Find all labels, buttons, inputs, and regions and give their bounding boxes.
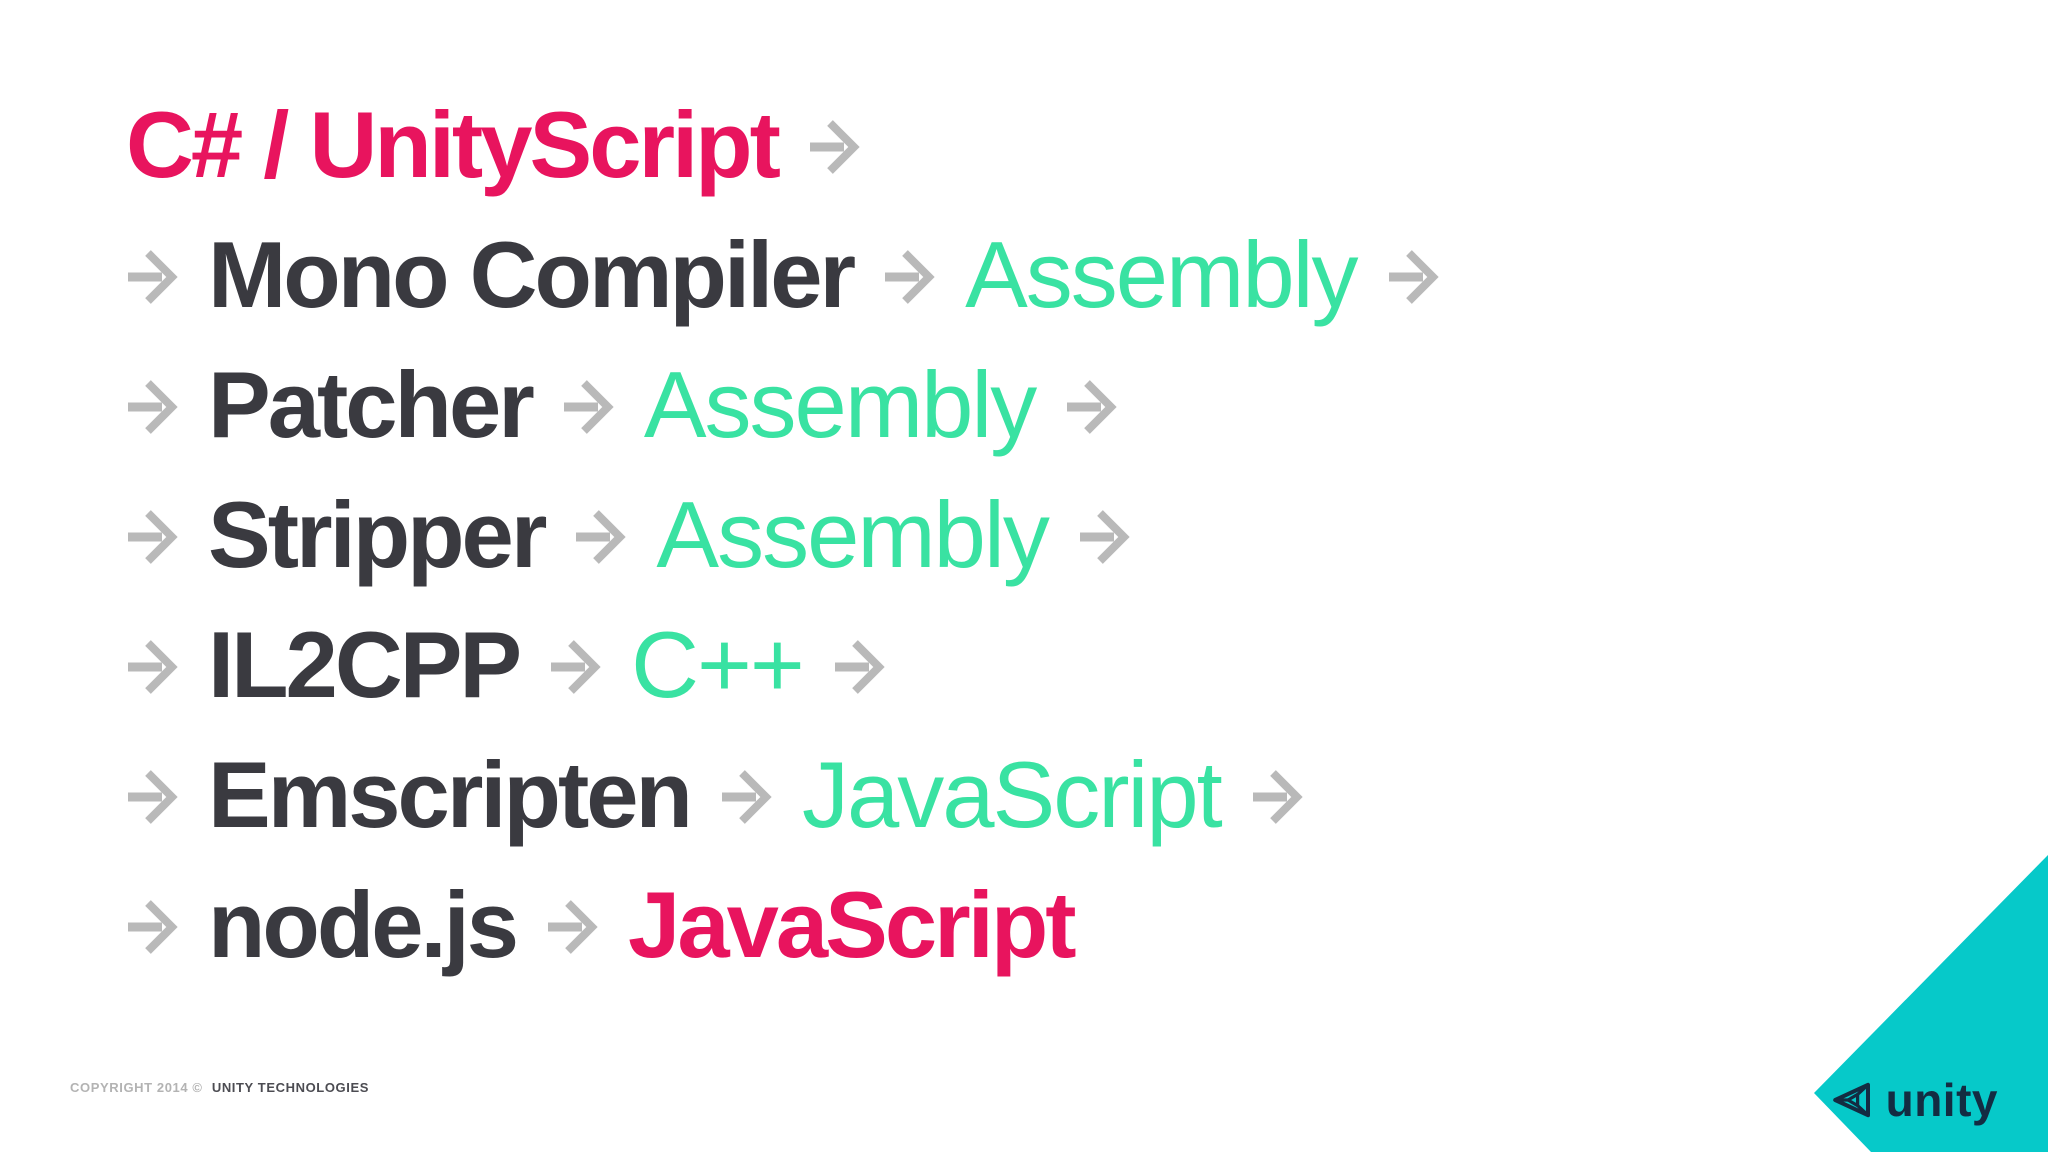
arrow-right-icon [1387, 245, 1439, 309]
arrow-right-icon [833, 635, 885, 699]
output-label: C++ [631, 612, 805, 717]
arrow-right-icon [562, 375, 614, 439]
pipeline-row: Mono Compiler Assembly [126, 210, 1439, 340]
stage-label: IL2CPP [208, 612, 522, 717]
arrow-right-icon [126, 505, 178, 569]
stage-label: Stripper [208, 482, 547, 587]
pipeline-row: Patcher Assembly [126, 340, 1439, 470]
arrow-right-icon [126, 765, 178, 829]
stage-label: Mono Compiler [208, 222, 856, 327]
pipeline-diagram: C# / UnityScript Mono Compiler Assembly [126, 80, 1439, 990]
output-label: JavaScript [628, 872, 1077, 977]
stage-label: Patcher [208, 352, 535, 457]
copyright-company: UNITY TECHNOLOGIES [211, 1080, 370, 1095]
arrow-right-icon [720, 765, 772, 829]
stage-label: node.js [208, 872, 519, 977]
pipeline-row: Emscripten JavaScript [126, 730, 1439, 860]
arrow-right-icon [1065, 375, 1117, 439]
pipeline-row: Stripper Assembly [126, 470, 1439, 600]
arrow-right-icon [126, 895, 178, 959]
unity-cube-icon [1828, 1076, 1876, 1124]
pipeline-row: node.js JavaScript [126, 860, 1439, 990]
pipeline-row: C# / UnityScript [126, 80, 1439, 210]
arrow-right-icon [574, 505, 627, 569]
arrow-right-icon [808, 115, 860, 179]
copyright: COPYRIGHT 2014 © UNITY TECHNOLOGIES [70, 1080, 369, 1095]
arrow-right-icon [1078, 505, 1130, 569]
arrow-right-icon [126, 635, 178, 699]
output-label: Assembly [965, 222, 1358, 327]
output-label: Assembly [643, 352, 1037, 457]
unity-logo-text: unity [1885, 1074, 1998, 1126]
pipeline-row: IL2CPP C++ [126, 600, 1439, 730]
arrow-right-icon [1251, 765, 1303, 829]
output-label: JavaScript [801, 742, 1223, 847]
source-label: C# / UnityScript [126, 92, 781, 197]
corner-accent-shape [1814, 855, 2048, 1152]
arrow-right-icon [126, 245, 178, 309]
copyright-prefix: COPYRIGHT 2014 © [70, 1080, 203, 1095]
arrow-right-icon [126, 375, 178, 439]
arrow-right-icon [546, 895, 598, 959]
arrow-right-icon [549, 635, 601, 699]
stage-label: Emscripten [208, 742, 693, 847]
unity-logo: unity [1828, 1076, 1998, 1124]
output-label: Assembly [656, 482, 1049, 587]
arrow-right-icon [883, 245, 935, 309]
